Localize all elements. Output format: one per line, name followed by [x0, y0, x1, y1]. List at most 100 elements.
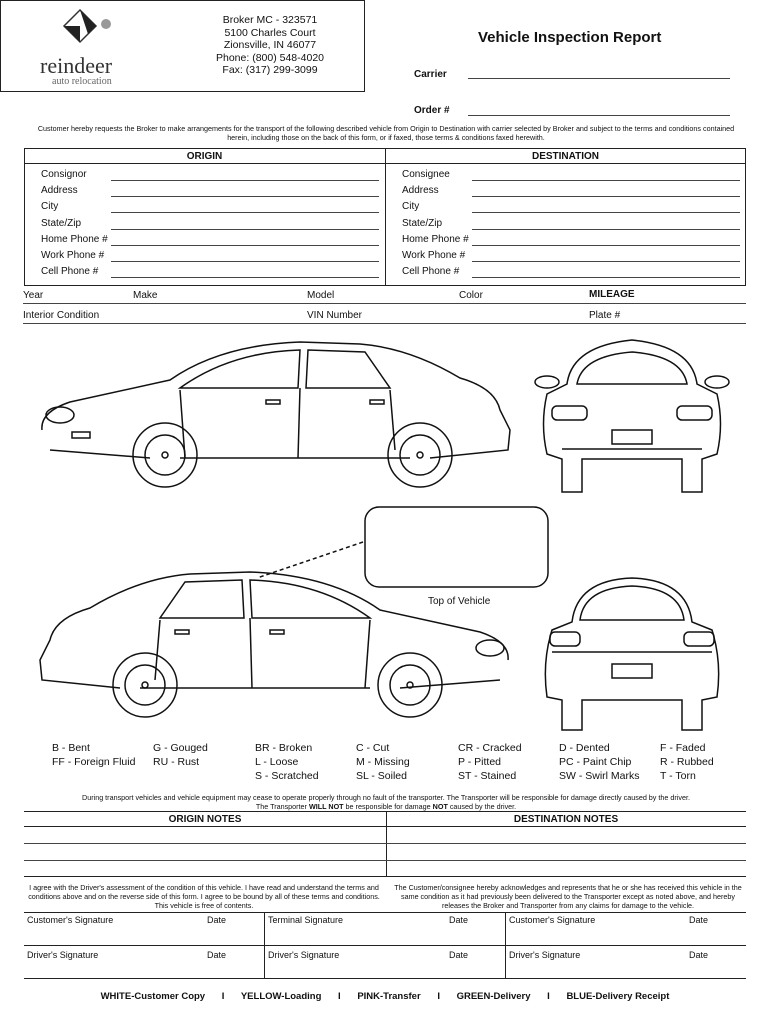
origin-field-label: Cell Phone #	[41, 266, 99, 278]
damage-code: F - Faded	[660, 742, 706, 754]
destination-field-input[interactable]	[472, 196, 740, 198]
destination-notes-line-2[interactable]	[386, 860, 746, 861]
signature-grid-middle	[24, 945, 746, 946]
terminal-date-label[interactable]: Date	[449, 915, 469, 925]
signature-divider-1	[264, 912, 265, 978]
origin-notes-line-1[interactable]	[24, 843, 386, 844]
car-left-side-diagram[interactable]	[30, 330, 520, 500]
damage-code: SW - Swirl Marks	[559, 770, 640, 782]
damage-code: G - Gouged	[153, 742, 208, 754]
origin-field-input[interactable]	[111, 277, 379, 279]
signature-divider-2	[505, 912, 506, 978]
broker-mc: Broker MC - 323571	[222, 14, 318, 26]
carrier-label: Carrier	[414, 69, 447, 80]
carrier-field[interactable]	[468, 78, 730, 79]
origin-customer-date-label[interactable]: Date	[207, 915, 227, 925]
destination-agreement-text: The Customer/consignee hereby acknowledg…	[394, 883, 742, 910]
damage-code: T - Torn	[660, 770, 696, 782]
origin-heading: ORIGIN	[186, 151, 223, 162]
origin-agreement-text: I agree with the Driver's assessment of …	[28, 883, 380, 910]
terminal-signature-label[interactable]: Terminal Signature	[268, 915, 344, 925]
broker-info-box: reindeer auto relocation Broker MC - 323…	[0, 0, 365, 92]
origin-field-input[interactable]	[111, 244, 379, 246]
origin-field-label: Work Phone #	[41, 250, 105, 261]
brand-name: reindeer	[40, 53, 113, 78]
plate-label: Plate #	[589, 310, 621, 321]
destination-field-input[interactable]	[472, 212, 740, 214]
origin-driver-signature-label[interactable]: Driver's Signature	[27, 950, 99, 960]
damage-code: PC - Paint Chip	[559, 756, 632, 768]
damage-code: D - Dented	[559, 742, 610, 754]
origin-field-label: State/Zip	[41, 217, 82, 229]
destination-field-input[interactable]	[472, 180, 740, 181]
notes-top-border	[24, 811, 746, 812]
destination-field-input[interactable]	[472, 228, 740, 230]
damage-code-column: F - Faded R - Rubbed T - Torn	[660, 741, 714, 783]
destination-notes-heading: DESTINATION NOTES	[513, 814, 619, 825]
damage-code: CR - Cracked	[458, 742, 522, 754]
top-of-vehicle-label: Top of Vehicle	[428, 596, 491, 607]
origin-field-input[interactable]	[111, 228, 379, 230]
disclaimer-line-2: The Transporter WILL NOT be responsible …	[26, 802, 746, 811]
dest-customer-date-label[interactable]: Date	[689, 915, 709, 925]
destination-field-input[interactable]	[472, 244, 740, 246]
damage-code: SL - Soiled	[356, 770, 407, 782]
car-front-diagram[interactable]	[532, 334, 732, 496]
separator: I	[437, 991, 440, 1002]
broker-address: Broker MC - 323571 5100 Charles Court Zi…	[200, 14, 340, 77]
destination-field-label: Home Phone #	[402, 233, 469, 245]
broker-fax: Fax: (317) 299-3099	[222, 64, 318, 76]
make-label: Make	[133, 290, 158, 301]
origin-notes-heading: ORIGIN NOTES	[168, 814, 242, 825]
damage-code: ST - Stained	[458, 770, 517, 782]
damage-code: M - Missing	[356, 756, 410, 768]
origin-notes-line-2[interactable]	[24, 860, 386, 861]
car-rear-diagram[interactable]	[532, 572, 732, 734]
vin-label: VIN Number	[307, 310, 363, 321]
damage-code: S - Scratched	[255, 770, 319, 782]
terminal-driver-signature-label[interactable]: Driver's Signature	[268, 950, 340, 960]
vehicle-row-2-line[interactable]	[23, 323, 746, 324]
top-of-vehicle-box[interactable]	[355, 505, 555, 590]
column-divider	[385, 148, 386, 286]
damage-code: R - Rubbed	[660, 756, 714, 768]
destination-field-input[interactable]	[472, 261, 740, 262]
copy-yellow: YELLOW-Loading	[240, 991, 322, 1002]
origin-field-input[interactable]	[111, 212, 379, 214]
copy-blue: BLUE-Delivery Receipt	[566, 991, 670, 1002]
dest-driver-date-label[interactable]: Date	[689, 950, 709, 960]
car-right-side-diagram[interactable]	[30, 560, 520, 735]
copy-green: GREEN-Delivery	[456, 991, 531, 1002]
origin-field-label: Home Phone #	[41, 233, 108, 245]
disclaimer-text-c: be responsible for damage	[343, 802, 433, 811]
dest-customer-signature-label[interactable]: Customer's Signature	[509, 915, 596, 925]
top-pointer-line	[256, 541, 364, 579]
destination-field-input[interactable]	[472, 277, 740, 279]
origin-driver-date-label[interactable]: Date	[207, 950, 227, 960]
reindeer-logo-icon	[62, 8, 111, 44]
terminal-driver-date-label[interactable]: Date	[449, 950, 469, 960]
dest-driver-signature-label[interactable]: Driver's Signature	[509, 950, 581, 960]
signature-grid-bottom	[24, 978, 746, 979]
disclaimer-text-d: NOT	[432, 802, 448, 811]
disclaimer-text-b: WILL NOT	[308, 802, 344, 811]
origin-field-input[interactable]	[111, 196, 379, 198]
color-label: Color	[459, 290, 483, 301]
destination-heading: DESTINATION	[531, 151, 600, 162]
vehicle-row-1-line[interactable]	[23, 303, 746, 304]
damage-code: BR - Broken	[255, 742, 313, 754]
order-field[interactable]	[468, 115, 730, 116]
destination-field-label: City	[402, 201, 420, 213]
origin-customer-signature-label[interactable]: Customer's Signature	[27, 915, 114, 925]
damage-code-column: D - Dented PC - Paint Chip SW - Swirl Mark…	[559, 741, 640, 783]
destination-field-label: Cell Phone #	[402, 266, 460, 278]
separator: I	[338, 991, 341, 1002]
destination-notes-line-1[interactable]	[386, 843, 746, 844]
origin-field-input[interactable]	[111, 261, 379, 262]
origin-field-input[interactable]	[111, 180, 379, 181]
origin-field-label: Address	[41, 185, 78, 197]
